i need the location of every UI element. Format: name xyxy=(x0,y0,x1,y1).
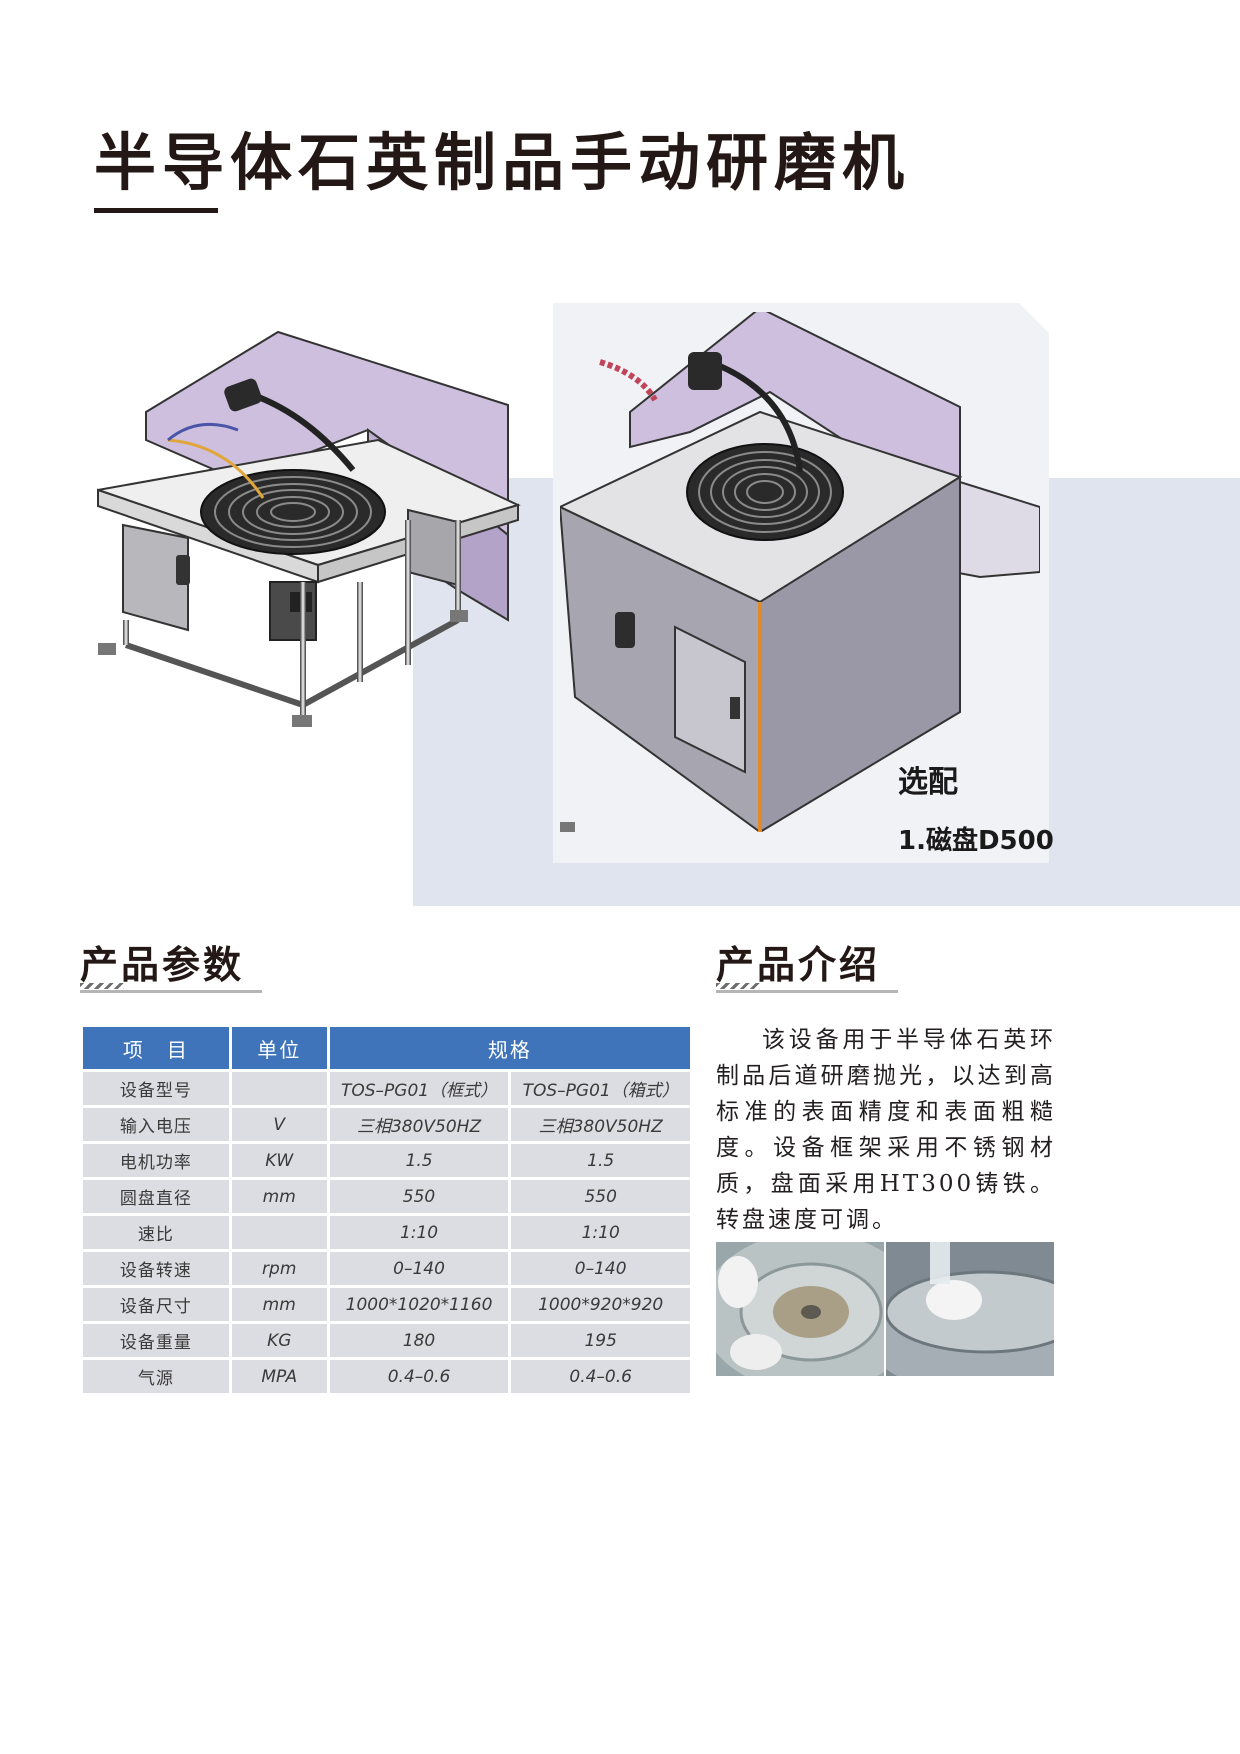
page-title: 半导体石英制品手动研磨机 xyxy=(94,126,911,199)
spec-row-item: 设备转速 xyxy=(83,1252,229,1285)
spec-row-frame-value: 1:10 xyxy=(329,1216,509,1249)
params-heading-stripes xyxy=(80,983,124,989)
intro-heading-stripes xyxy=(716,983,760,989)
spec-row-unit: KW xyxy=(231,1144,327,1177)
spec-row-unit: rpm xyxy=(231,1252,327,1285)
cabinet-type-machine-image xyxy=(560,312,1040,832)
option-item-magnetic-disc: 1.磁盘D500 xyxy=(898,826,1054,856)
frame-type-machine-image xyxy=(97,330,521,727)
options-heading: 选配 xyxy=(898,765,958,800)
panel-corner-notch xyxy=(1019,303,1049,333)
spec-row-cabinet-value: 195 xyxy=(511,1324,690,1357)
table-row: 输入电压 V 三相380V50HZ 三相380V50HZ xyxy=(83,1108,690,1141)
spec-table: 项 目 单位 规格 设备型号 TOS–PG01（框式） TOS–PG01（箱式）… xyxy=(80,1024,693,1396)
intro-heading: 产品介绍 xyxy=(716,943,881,987)
spec-row-item: 气源 xyxy=(83,1360,229,1393)
spec-row-frame-value: 1000*1020*1160 xyxy=(329,1288,509,1321)
spec-row-cabinet-value: 550 xyxy=(511,1180,690,1213)
spec-row-cabinet-value: 0–140 xyxy=(511,1252,690,1285)
spec-row-frame-value: TOS–PG01（框式） xyxy=(329,1072,509,1105)
spec-row-cabinet-value: 0.4–0.6 xyxy=(511,1360,690,1393)
spec-row-item: 设备尺寸 xyxy=(83,1288,229,1321)
spec-row-item: 速比 xyxy=(83,1216,229,1249)
polishing-detail-photo-1 xyxy=(716,1242,884,1376)
params-heading-rule xyxy=(80,990,262,993)
spec-row-unit xyxy=(231,1072,327,1105)
spec-row-frame-value: 180 xyxy=(329,1324,509,1357)
spec-header-spec: 规格 xyxy=(329,1027,690,1069)
spec-table-header-row: 项 目 单位 规格 xyxy=(83,1027,690,1069)
spec-row-cabinet-value: 三相380V50HZ xyxy=(511,1108,690,1141)
spec-row-unit xyxy=(231,1216,327,1249)
polishing-detail-photo-2 xyxy=(886,1242,1054,1376)
spec-row-cabinet-value: 1.5 xyxy=(511,1144,690,1177)
table-row: 设备尺寸 mm 1000*1020*1160 1000*920*920 xyxy=(83,1288,690,1321)
spec-row-item: 电机功率 xyxy=(83,1144,229,1177)
spec-row-frame-value: 0–140 xyxy=(329,1252,509,1285)
table-row: 设备型号 TOS–PG01（框式） TOS–PG01（箱式） xyxy=(83,1072,690,1105)
spec-row-unit: MPA xyxy=(231,1360,327,1393)
table-row: 设备重量 KG 180 195 xyxy=(83,1324,690,1357)
spec-row-cabinet-value: 1000*920*920 xyxy=(511,1288,690,1321)
table-row: 气源 MPA 0.4–0.6 0.4–0.6 xyxy=(83,1360,690,1393)
spec-row-item: 输入电压 xyxy=(83,1108,229,1141)
table-row: 圆盘直径 mm 550 550 xyxy=(83,1180,690,1213)
spec-header-item: 项 目 xyxy=(83,1027,229,1069)
intro-heading-rule xyxy=(716,990,898,993)
spec-row-unit: mm xyxy=(231,1180,327,1213)
spec-row-frame-value: 三相380V50HZ xyxy=(329,1108,509,1141)
spec-row-item: 设备型号 xyxy=(83,1072,229,1105)
spec-row-frame-value: 0.4–0.6 xyxy=(329,1360,509,1393)
spec-header-unit: 单位 xyxy=(231,1027,327,1069)
params-heading: 产品参数 xyxy=(80,943,245,987)
table-row: 速比 1:10 1:10 xyxy=(83,1216,690,1249)
spec-row-unit: mm xyxy=(231,1288,327,1321)
intro-paragraph: 该设备用于半导体石英环制品后道研磨抛光，以达到高标准的表面精度和表面粗糙度。设备… xyxy=(716,1027,1056,1233)
spec-row-frame-value: 550 xyxy=(329,1180,509,1213)
spec-row-cabinet-value: TOS–PG01（箱式） xyxy=(511,1072,690,1105)
table-row: 设备转速 rpm 0–140 0–140 xyxy=(83,1252,690,1285)
spec-row-item: 圆盘直径 xyxy=(83,1180,229,1213)
spec-row-frame-value: 1.5 xyxy=(329,1144,509,1177)
spec-row-cabinet-value: 1:10 xyxy=(511,1216,690,1249)
spec-row-unit: V xyxy=(231,1108,327,1141)
spec-row-item: 设备重量 xyxy=(83,1324,229,1357)
table-row: 电机功率 KW 1.5 1.5 xyxy=(83,1144,690,1177)
intro-text-block: 该设备用于半导体石英环制品后道研磨抛光，以达到高标准的表面精度和表面粗糙度。设备… xyxy=(716,1022,1056,1238)
title-underline xyxy=(94,208,218,213)
spec-row-unit: KG xyxy=(231,1324,327,1357)
